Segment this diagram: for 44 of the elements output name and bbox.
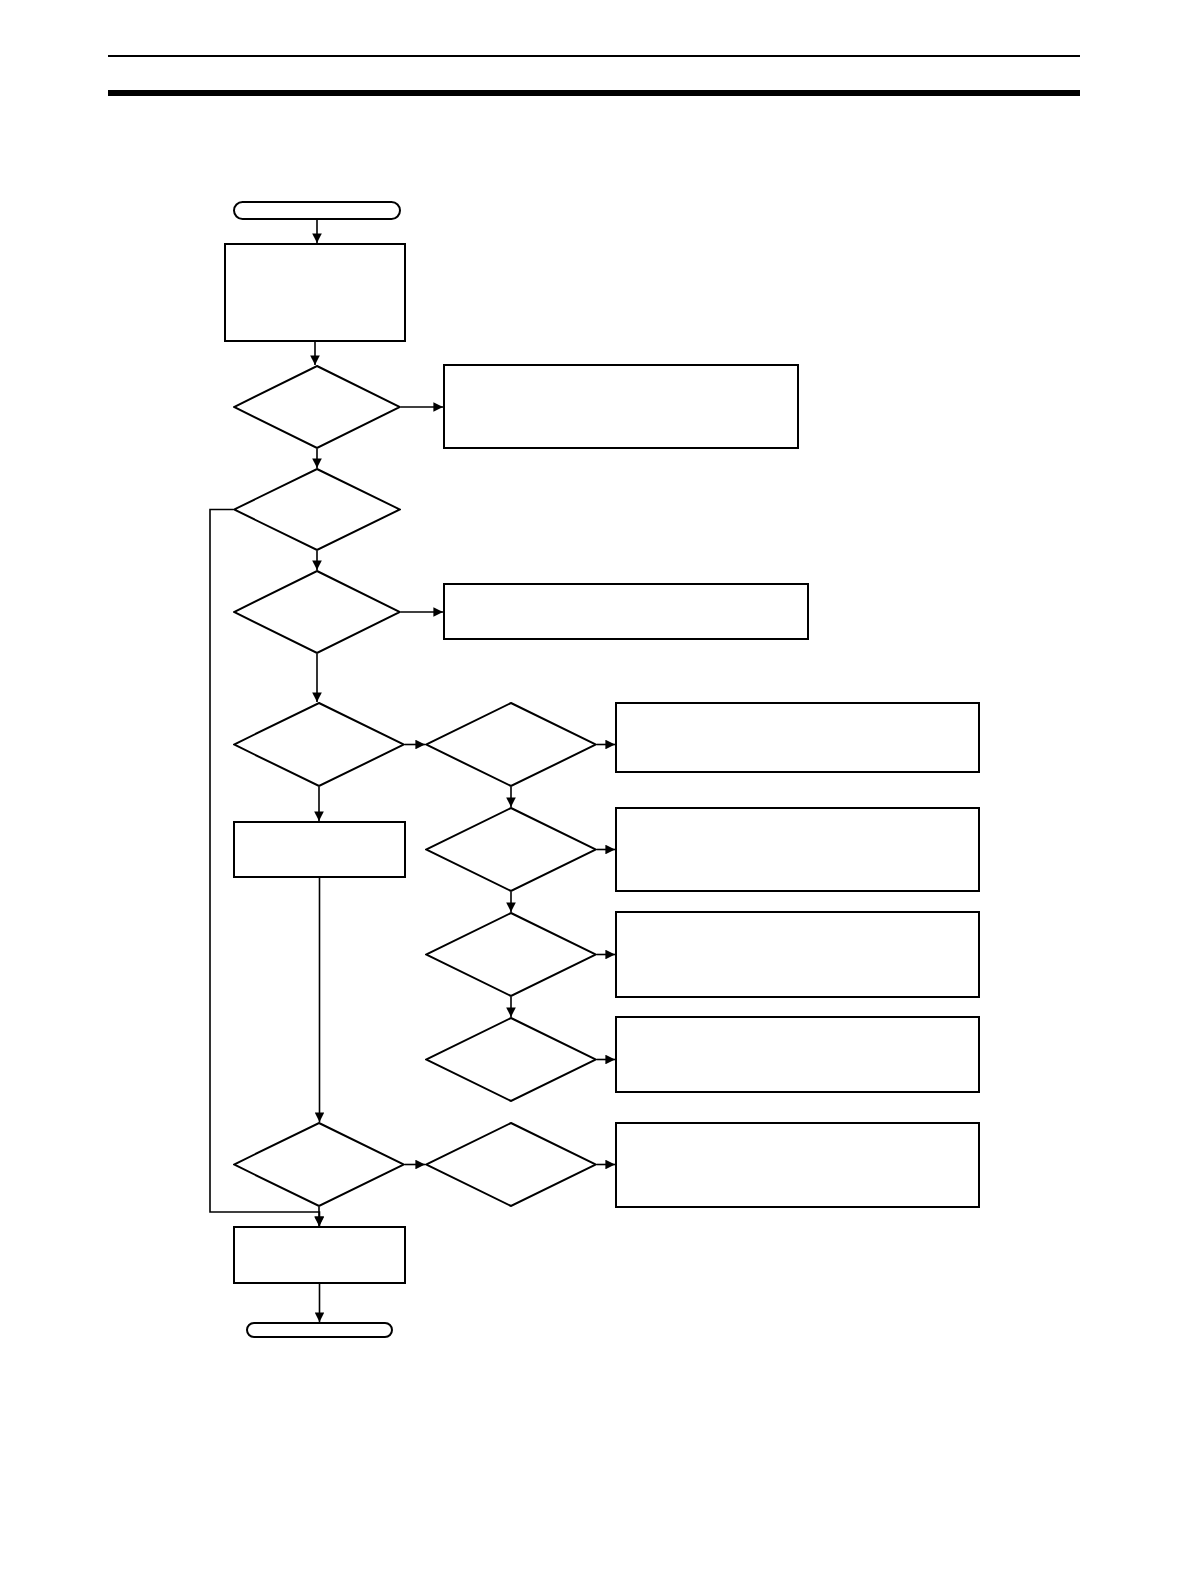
arrow — [506, 891, 516, 913]
process-box — [615, 1122, 980, 1208]
process-box — [443, 583, 809, 640]
arrow — [312, 550, 322, 571]
arrow — [506, 996, 516, 1018]
arrow — [506, 786, 516, 808]
decision-diamond — [425, 912, 597, 997]
arrow — [596, 949, 616, 960]
decision-diamond — [233, 1122, 405, 1207]
process-box — [615, 702, 980, 773]
arrow — [596, 844, 616, 855]
process-box — [615, 911, 980, 998]
process-box — [233, 821, 406, 878]
decision-diamond — [233, 702, 405, 787]
process-box — [233, 1226, 406, 1284]
arrow — [314, 786, 324, 822]
decision-diamond — [425, 702, 597, 787]
arrow — [312, 219, 322, 244]
arrow — [314, 1206, 324, 1227]
decision-diamond — [233, 365, 401, 449]
decision-diamond — [425, 1122, 597, 1207]
arrow — [404, 739, 426, 750]
decision-diamond — [425, 807, 597, 892]
arrow — [596, 739, 616, 750]
arrow — [400, 402, 444, 412]
terminator-pill — [246, 1322, 393, 1338]
terminator-pill — [233, 201, 401, 220]
arrow — [209, 508, 325, 1227]
decision-diamond — [425, 1017, 597, 1102]
process-box — [443, 364, 799, 449]
decision-diamond — [233, 570, 401, 654]
arrow — [400, 607, 444, 617]
decision-diamond — [233, 468, 401, 551]
arrow — [596, 1159, 616, 1170]
arrow — [314, 1283, 325, 1323]
arrow — [310, 341, 320, 366]
process-box — [615, 1016, 980, 1093]
process-box — [615, 807, 980, 892]
arrow — [314, 877, 325, 1123]
arrow — [404, 1159, 426, 1170]
arrow — [596, 1054, 616, 1065]
arrow — [312, 653, 322, 703]
arrow — [312, 448, 322, 469]
process-box — [224, 243, 406, 342]
